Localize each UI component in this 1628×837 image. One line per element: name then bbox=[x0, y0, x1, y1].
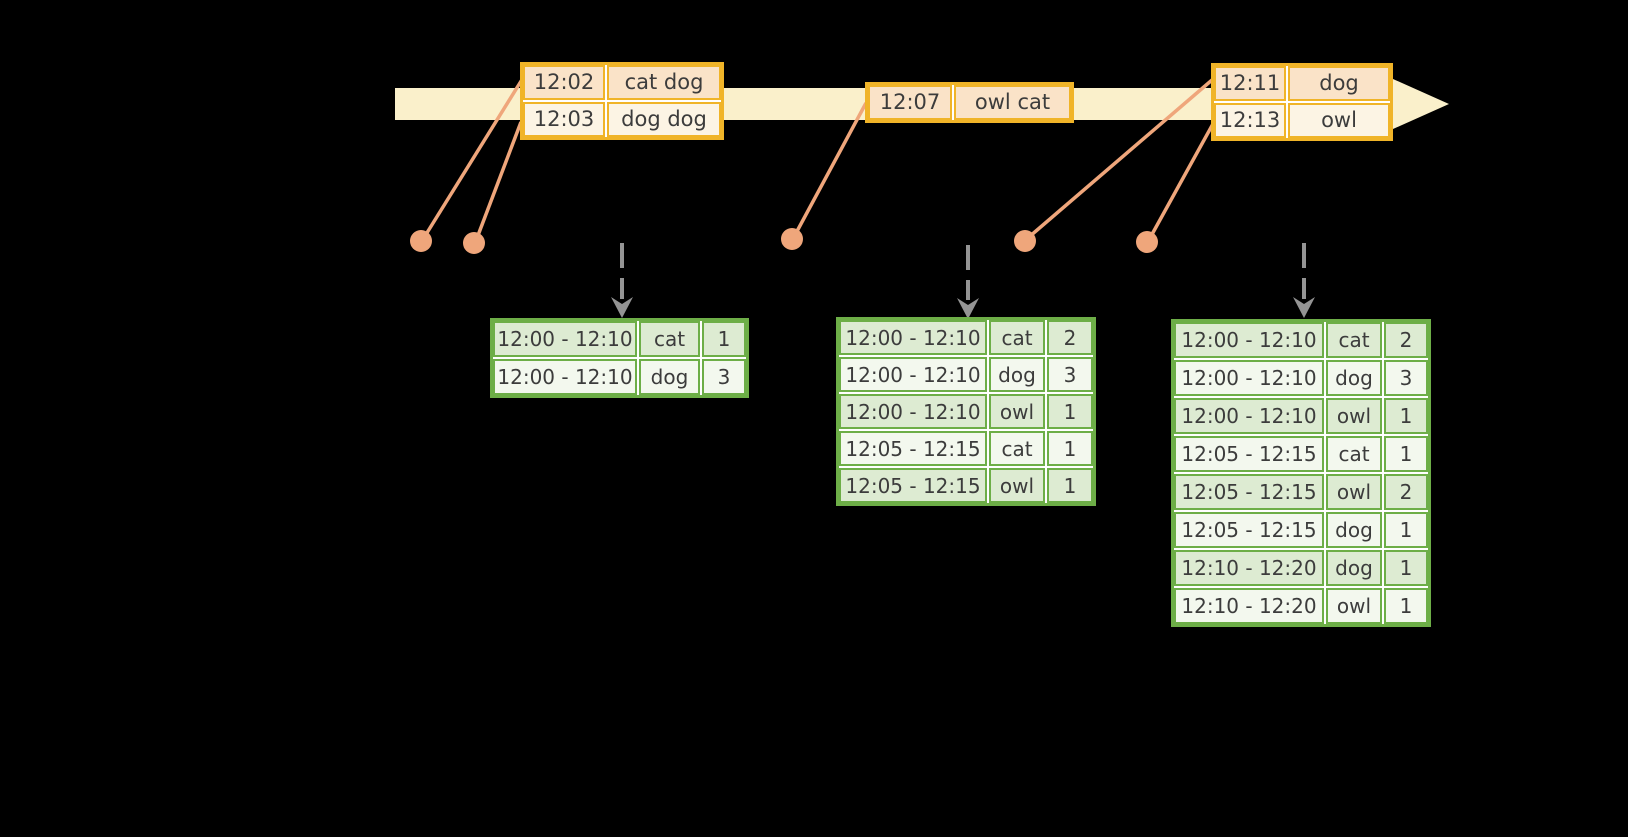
result-window: 12:05 - 12:15 bbox=[839, 431, 987, 466]
trigger-arrowhead-icon bbox=[1293, 297, 1315, 318]
event-dot bbox=[1136, 231, 1158, 253]
result-word: owl bbox=[1326, 474, 1382, 510]
result-window: 12:00 - 12:10 bbox=[493, 321, 637, 357]
result-count: 1 bbox=[1047, 394, 1093, 429]
result-count: 1 bbox=[1384, 512, 1428, 548]
event-connector-line bbox=[1148, 121, 1216, 239]
event-connector-line bbox=[475, 121, 523, 239]
result-count: 1 bbox=[702, 321, 746, 357]
timeline-arrowhead-icon bbox=[1393, 79, 1449, 129]
result-table-2: 12:00 - 12:10 cat 2 12:00 - 12:10 dog 3 … bbox=[836, 317, 1096, 506]
result-count: 1 bbox=[1384, 550, 1428, 586]
result-count: 3 bbox=[1047, 357, 1093, 392]
event-dot bbox=[463, 232, 485, 254]
result-word: dog bbox=[639, 359, 700, 395]
event-time: 12:11 bbox=[1214, 66, 1286, 101]
result-window: 12:00 - 12:10 bbox=[1174, 322, 1324, 358]
result-word: cat bbox=[639, 321, 700, 357]
result-count: 1 bbox=[1047, 468, 1093, 503]
event-table-2: 12:07 owl cat bbox=[865, 82, 1074, 123]
result-window: 12:00 - 12:10 bbox=[839, 357, 987, 392]
result-window: 12:10 - 12:20 bbox=[1174, 588, 1324, 624]
result-count: 2 bbox=[1384, 474, 1428, 510]
result-word: dog bbox=[1326, 360, 1382, 396]
event-connector-lines bbox=[423, 77, 1216, 239]
event-time: 12:13 bbox=[1214, 103, 1286, 138]
result-window: 12:10 - 12:20 bbox=[1174, 550, 1324, 586]
event-table-1: 12:02 cat dog 12:03 dog dog bbox=[520, 62, 724, 140]
result-count: 1 bbox=[1047, 431, 1093, 466]
result-window: 12:00 - 12:10 bbox=[493, 359, 637, 395]
result-word: owl bbox=[1326, 588, 1382, 624]
result-count: 3 bbox=[702, 359, 746, 395]
result-count: 1 bbox=[1384, 436, 1428, 472]
result-word: cat bbox=[989, 431, 1045, 466]
result-word: dog bbox=[989, 357, 1045, 392]
event-connector-line bbox=[423, 77, 525, 237]
result-word: cat bbox=[1326, 322, 1382, 358]
event-connector-line bbox=[793, 102, 868, 236]
event-words: owl bbox=[1288, 103, 1390, 138]
result-word: dog bbox=[1326, 550, 1382, 586]
result-window: 12:00 - 12:10 bbox=[1174, 398, 1324, 434]
event-words: dog dog bbox=[607, 102, 721, 137]
result-window: 12:00 - 12:10 bbox=[1174, 360, 1324, 396]
result-word: cat bbox=[1326, 436, 1382, 472]
event-words: owl cat bbox=[954, 85, 1071, 120]
result-table-1: 12:00 - 12:10 cat 1 12:00 - 12:10 dog 3 bbox=[490, 318, 749, 398]
result-window: 12:05 - 12:15 bbox=[1174, 512, 1324, 548]
result-count: 3 bbox=[1384, 360, 1428, 396]
event-table-3: 12:11 dog 12:13 owl bbox=[1211, 63, 1393, 141]
result-count: 1 bbox=[1384, 588, 1428, 624]
result-word: owl bbox=[1326, 398, 1382, 434]
result-word: cat bbox=[989, 320, 1045, 355]
result-count: 1 bbox=[1384, 398, 1428, 434]
event-dot bbox=[781, 228, 803, 250]
event-dots bbox=[410, 228, 1158, 254]
event-time: 12:02 bbox=[523, 65, 605, 100]
event-time: 12:07 bbox=[868, 85, 952, 120]
event-words: cat dog bbox=[607, 65, 721, 100]
result-window: 12:05 - 12:15 bbox=[1174, 436, 1324, 472]
result-word: owl bbox=[989, 394, 1045, 429]
event-dot bbox=[410, 230, 432, 252]
result-table-3: 12:00 - 12:10 cat 2 12:00 - 12:10 dog 3 … bbox=[1171, 319, 1431, 627]
event-dot bbox=[1014, 230, 1036, 252]
event-words: dog bbox=[1288, 66, 1390, 101]
trigger-arrows bbox=[611, 243, 1315, 319]
trigger-arrowhead-icon bbox=[957, 298, 979, 319]
event-time: 12:03 bbox=[523, 102, 605, 137]
result-window: 12:00 - 12:10 bbox=[839, 320, 987, 355]
result-word: owl bbox=[989, 468, 1045, 503]
result-window: 12:00 - 12:10 bbox=[839, 394, 987, 429]
result-word: dog bbox=[1326, 512, 1382, 548]
result-window: 12:05 - 12:15 bbox=[839, 468, 987, 503]
result-window: 12:05 - 12:15 bbox=[1174, 474, 1324, 510]
result-count: 2 bbox=[1047, 320, 1093, 355]
result-count: 2 bbox=[1384, 322, 1428, 358]
trigger-arrowhead-icon bbox=[611, 297, 633, 318]
event-connector-line bbox=[1027, 78, 1214, 239]
